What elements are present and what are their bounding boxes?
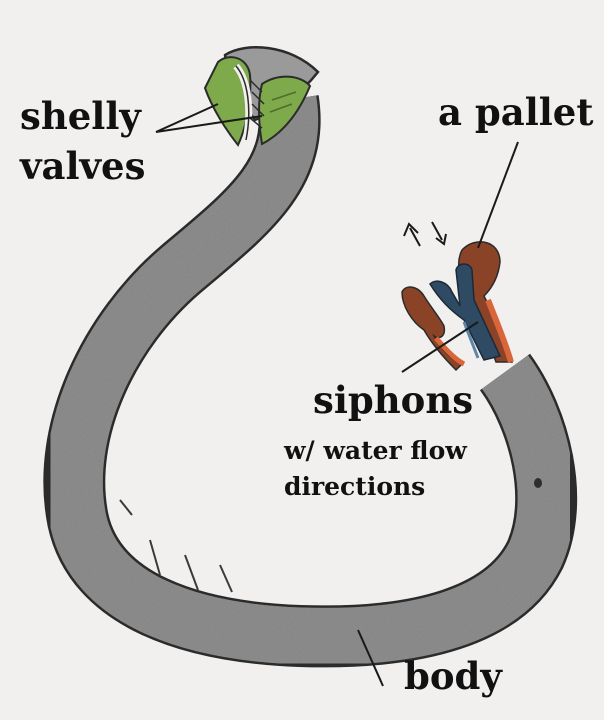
- label-water-flow-line1: w/ water flow: [284, 436, 467, 465]
- pointer-pallet: [477, 141, 519, 249]
- pointer-shelly-valves-lower: [155, 115, 263, 133]
- pointer-lines: [155, 103, 519, 687]
- siphons: [429, 263, 502, 361]
- label-valves: valves: [20, 144, 146, 188]
- label-shelly: shelly: [20, 94, 141, 138]
- shelly-valves: [203, 56, 312, 147]
- label-water-flow-line2: directions: [284, 472, 426, 501]
- pointer-body: [357, 629, 384, 687]
- pointer-siphons: [401, 321, 479, 373]
- label-pallet: a pallet: [438, 90, 594, 134]
- label-siphons: siphons: [313, 378, 474, 422]
- pointer-shelly-valves-upper: [155, 103, 219, 133]
- worm-body: [43, 95, 578, 668]
- water-flow-arrows: [403, 221, 447, 247]
- label-body: body: [404, 654, 502, 698]
